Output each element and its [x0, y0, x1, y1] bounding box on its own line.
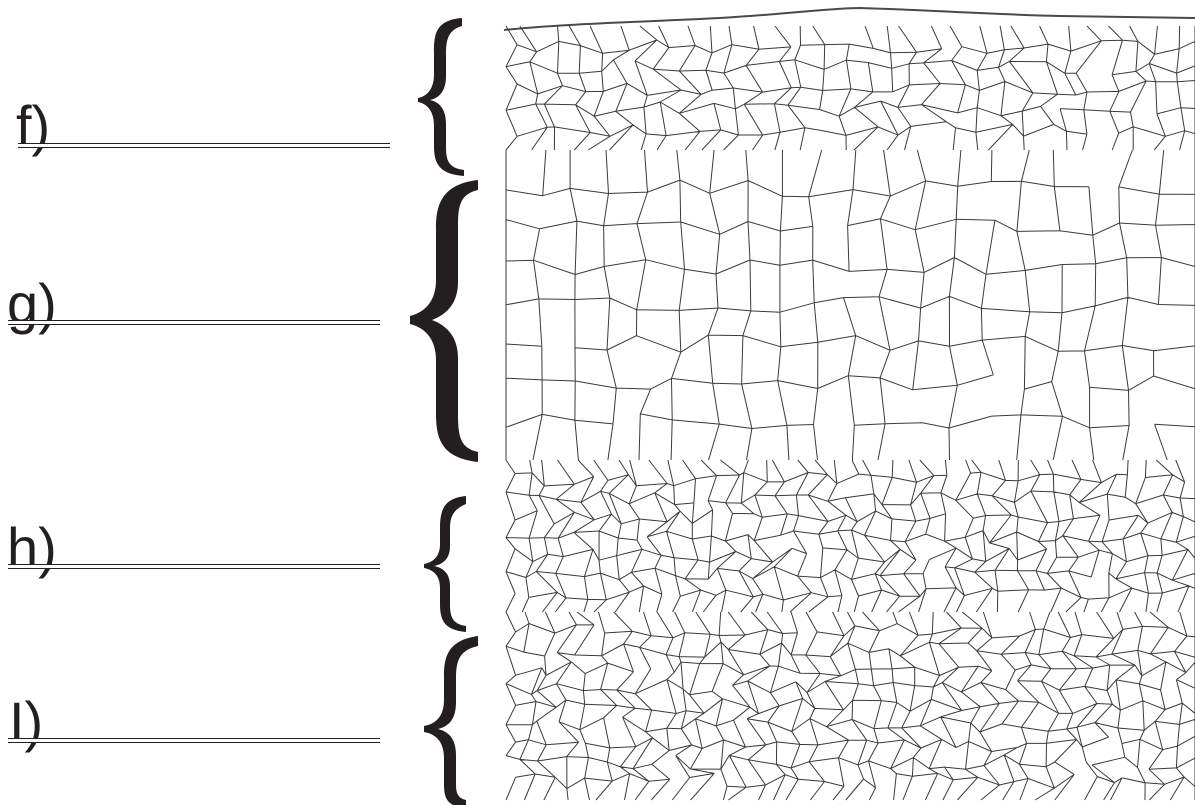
- tissue-f: [506, 26, 1195, 150]
- brackets: [410, 18, 478, 805]
- tissue-g-walls: [506, 150, 1195, 460]
- tissue-h-walls: [506, 460, 1195, 612]
- top-surface-outline: [504, 8, 1195, 30]
- tissue-h: [506, 460, 1195, 612]
- curly-brace-left-icon: [424, 636, 478, 805]
- curly-brace-left-icon: [410, 180, 478, 462]
- curly-brace-left-icon: [424, 496, 466, 632]
- curly-brace-left-icon: [418, 18, 464, 176]
- tissue-g: [506, 150, 1195, 460]
- tissue-i: [506, 612, 1195, 800]
- tissue-i-walls: [506, 612, 1195, 800]
- tissue-f-walls: [506, 26, 1195, 150]
